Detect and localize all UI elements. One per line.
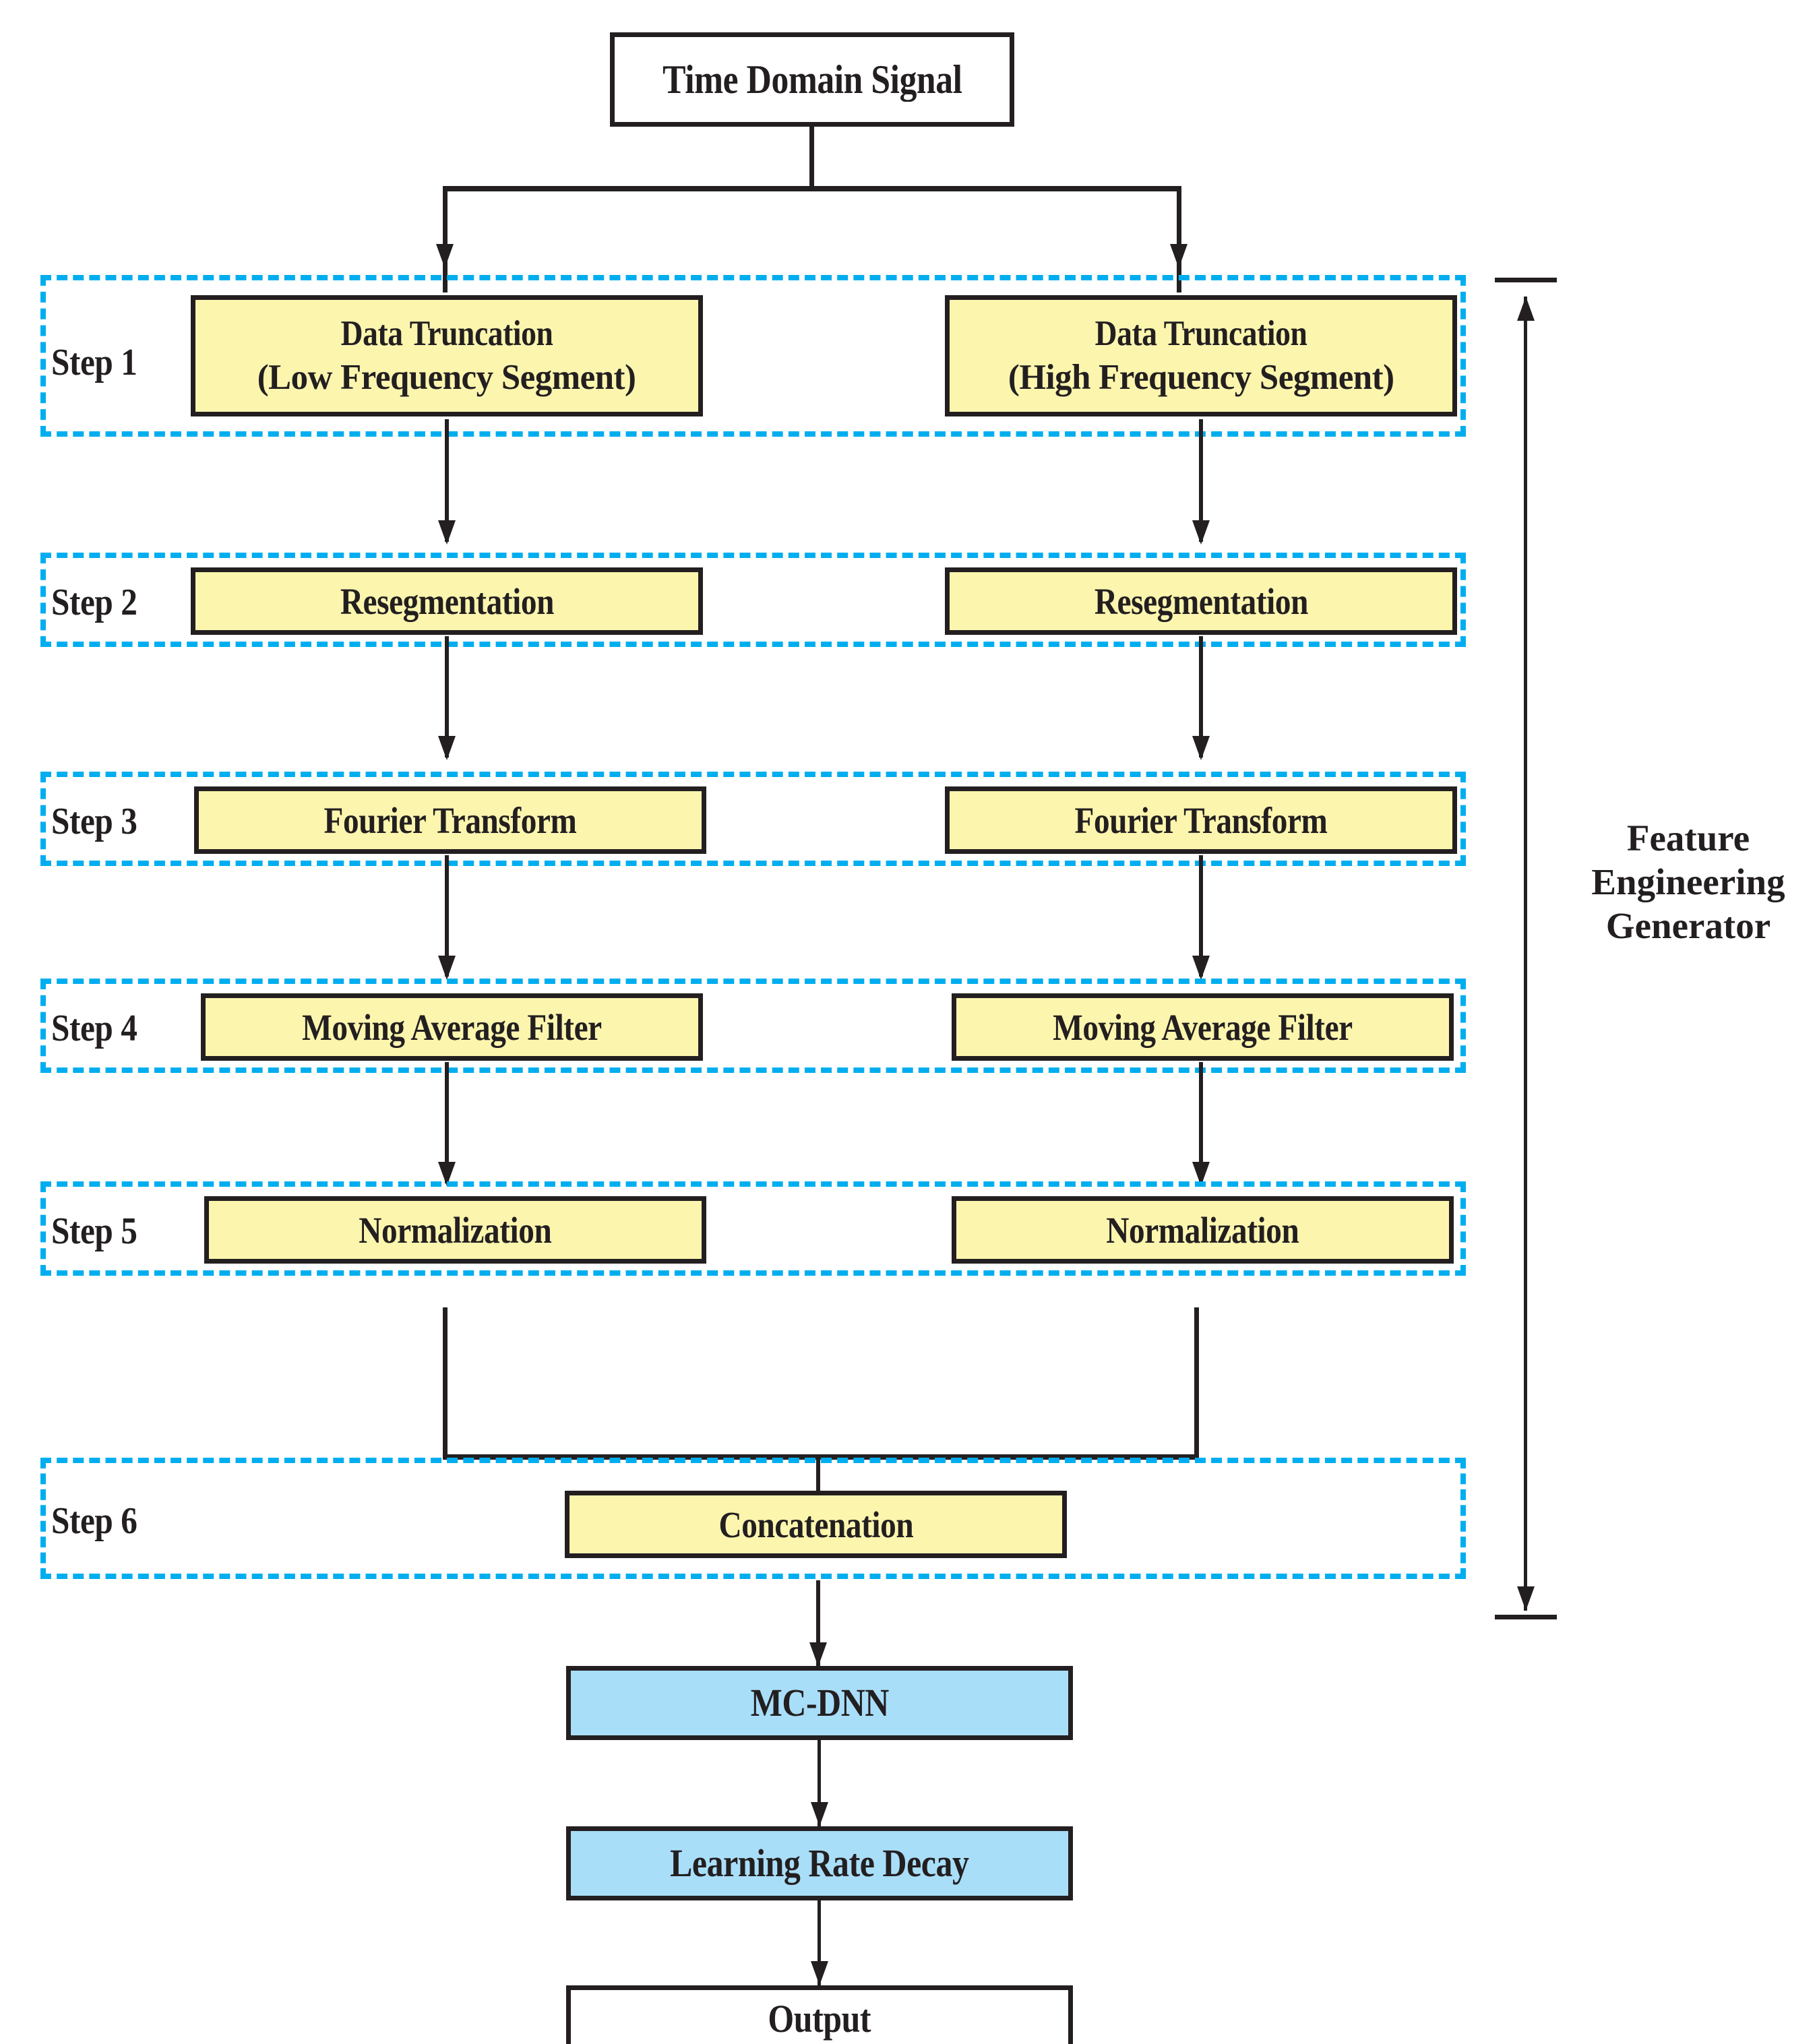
node-right-resegmentation[interactable]: Resegmentation [945, 567, 1457, 635]
arrowhead-left-s2-s3 [438, 736, 456, 760]
connector-right-s3-s4 [1199, 855, 1203, 977]
connector-merge-right [1194, 1307, 1199, 1459]
annotation-feature-engineering-generator: Feature Engineering Generator [1591, 817, 1785, 946]
node-label: Normalization [359, 1209, 552, 1251]
arrowhead-lrdecay-output [811, 1961, 828, 1985]
arrowhead-left-s3-s4 [438, 956, 456, 980]
node-label: Normalization [1106, 1209, 1299, 1251]
connector-right-s4-s5 [1199, 1062, 1203, 1183]
node-output[interactable]: Output [566, 1985, 1073, 2044]
arrowhead-mcdnn-lrdecay [811, 1802, 828, 1826]
connector-left-s4-s5 [445, 1062, 449, 1183]
connector-fork-stem [809, 127, 814, 190]
node-label: MC-DNN [750, 1681, 889, 1725]
node-left-data-truncation[interactable]: Data Truncation (Low Frequency Segment) [191, 295, 703, 416]
arrowhead-right-s1-s2 [1192, 520, 1210, 545]
node-time-domain-signal[interactable]: Time Domain Signal [610, 32, 1014, 127]
node-label-line-1: Data Truncation [1095, 314, 1307, 353]
connector-s6-mcdnn [816, 1580, 820, 1671]
node-right-normalization[interactable]: Normalization [952, 1196, 1454, 1264]
bracket-stem [1524, 297, 1527, 1611]
step-label-3: Step 3 [51, 801, 137, 842]
node-left-moving-average-filter[interactable]: Moving Average Filter [201, 993, 703, 1061]
node-label: Fourier Transform [1074, 799, 1328, 841]
node-label: Learning Rate Decay [670, 1841, 969, 1885]
node-label: Concatenation [718, 1504, 913, 1545]
arrowhead-right-s2-s3 [1192, 736, 1210, 760]
connector-right-s2-s3 [1199, 636, 1203, 757]
region-step-4 [40, 979, 1466, 1073]
region-step-2 [40, 553, 1466, 647]
connector-right-s1-s2 [1199, 419, 1203, 542]
connector-left-s2-s3 [445, 636, 449, 757]
arrowhead-bracket-top [1517, 297, 1535, 321]
node-label: Moving Average Filter [302, 1006, 602, 1048]
node-label: Time Domain Signal [662, 57, 962, 102]
node-label: Fourier Transform [323, 799, 577, 841]
region-step-6 [40, 1458, 1466, 1579]
region-step-5 [40, 1181, 1466, 1276]
node-label-line-1: Data Truncation [340, 314, 553, 353]
node-label: Moving Average Filter [1053, 1006, 1353, 1048]
connector-merge-bar [443, 1454, 1199, 1460]
bracket-bottom-cap [1495, 1615, 1557, 1619]
node-label: Output [768, 1997, 871, 2041]
node-right-fourier-transform[interactable]: Fourier Transform [945, 786, 1457, 854]
connector-lrdecay-output [818, 1900, 821, 1987]
arrowhead-bracket-bottom [1517, 1586, 1535, 1611]
arrowhead-left-s1-s2 [438, 520, 456, 545]
node-label: Resegmentation [340, 580, 554, 622]
connector-mcdnn-lrdecay [818, 1740, 821, 1828]
region-step-3 [40, 772, 1466, 866]
arrowhead-right-s3-s4 [1192, 956, 1210, 980]
arrowhead-s6-mcdnn [809, 1642, 827, 1667]
connector-fork-right [1177, 190, 1181, 292]
connector-merge-left [443, 1307, 448, 1459]
region-step-1 [40, 275, 1466, 437]
node-concatenation[interactable]: Concatenation [565, 1491, 1067, 1558]
node-label-line-2: (High Frequency Segment) [1008, 358, 1394, 397]
step-label-2: Step 2 [51, 582, 137, 623]
node-left-normalization[interactable]: Normalization [204, 1196, 706, 1264]
node-mc-dnn[interactable]: MC-DNN [566, 1666, 1073, 1740]
arrowhead-fork-left [436, 244, 454, 268]
step-label-1: Step 1 [51, 342, 137, 383]
node-right-data-truncation[interactable]: Data Truncation (High Frequency Segment) [945, 295, 1457, 416]
step-label-6: Step 6 [51, 1500, 137, 1542]
step-label-5: Step 5 [51, 1210, 137, 1252]
bracket-top-cap [1495, 278, 1557, 282]
node-left-resegmentation[interactable]: Resegmentation [191, 567, 703, 635]
node-label: Resegmentation [1094, 580, 1308, 622]
arrowhead-fork-right [1170, 244, 1188, 268]
connector-left-s1-s2 [445, 419, 449, 542]
node-right-moving-average-filter[interactable]: Moving Average Filter [952, 993, 1454, 1061]
connector-left-s3-s4 [445, 855, 449, 977]
connector-fork-left [443, 190, 448, 292]
step-label-4: Step 4 [51, 1008, 137, 1049]
node-label-line-2: (Low Frequency Segment) [257, 358, 636, 397]
connector-fork-bar [443, 186, 1181, 191]
node-learning-rate-decay[interactable]: Learning Rate Decay [566, 1826, 1073, 1900]
node-left-fourier-transform[interactable]: Fourier Transform [194, 786, 706, 854]
